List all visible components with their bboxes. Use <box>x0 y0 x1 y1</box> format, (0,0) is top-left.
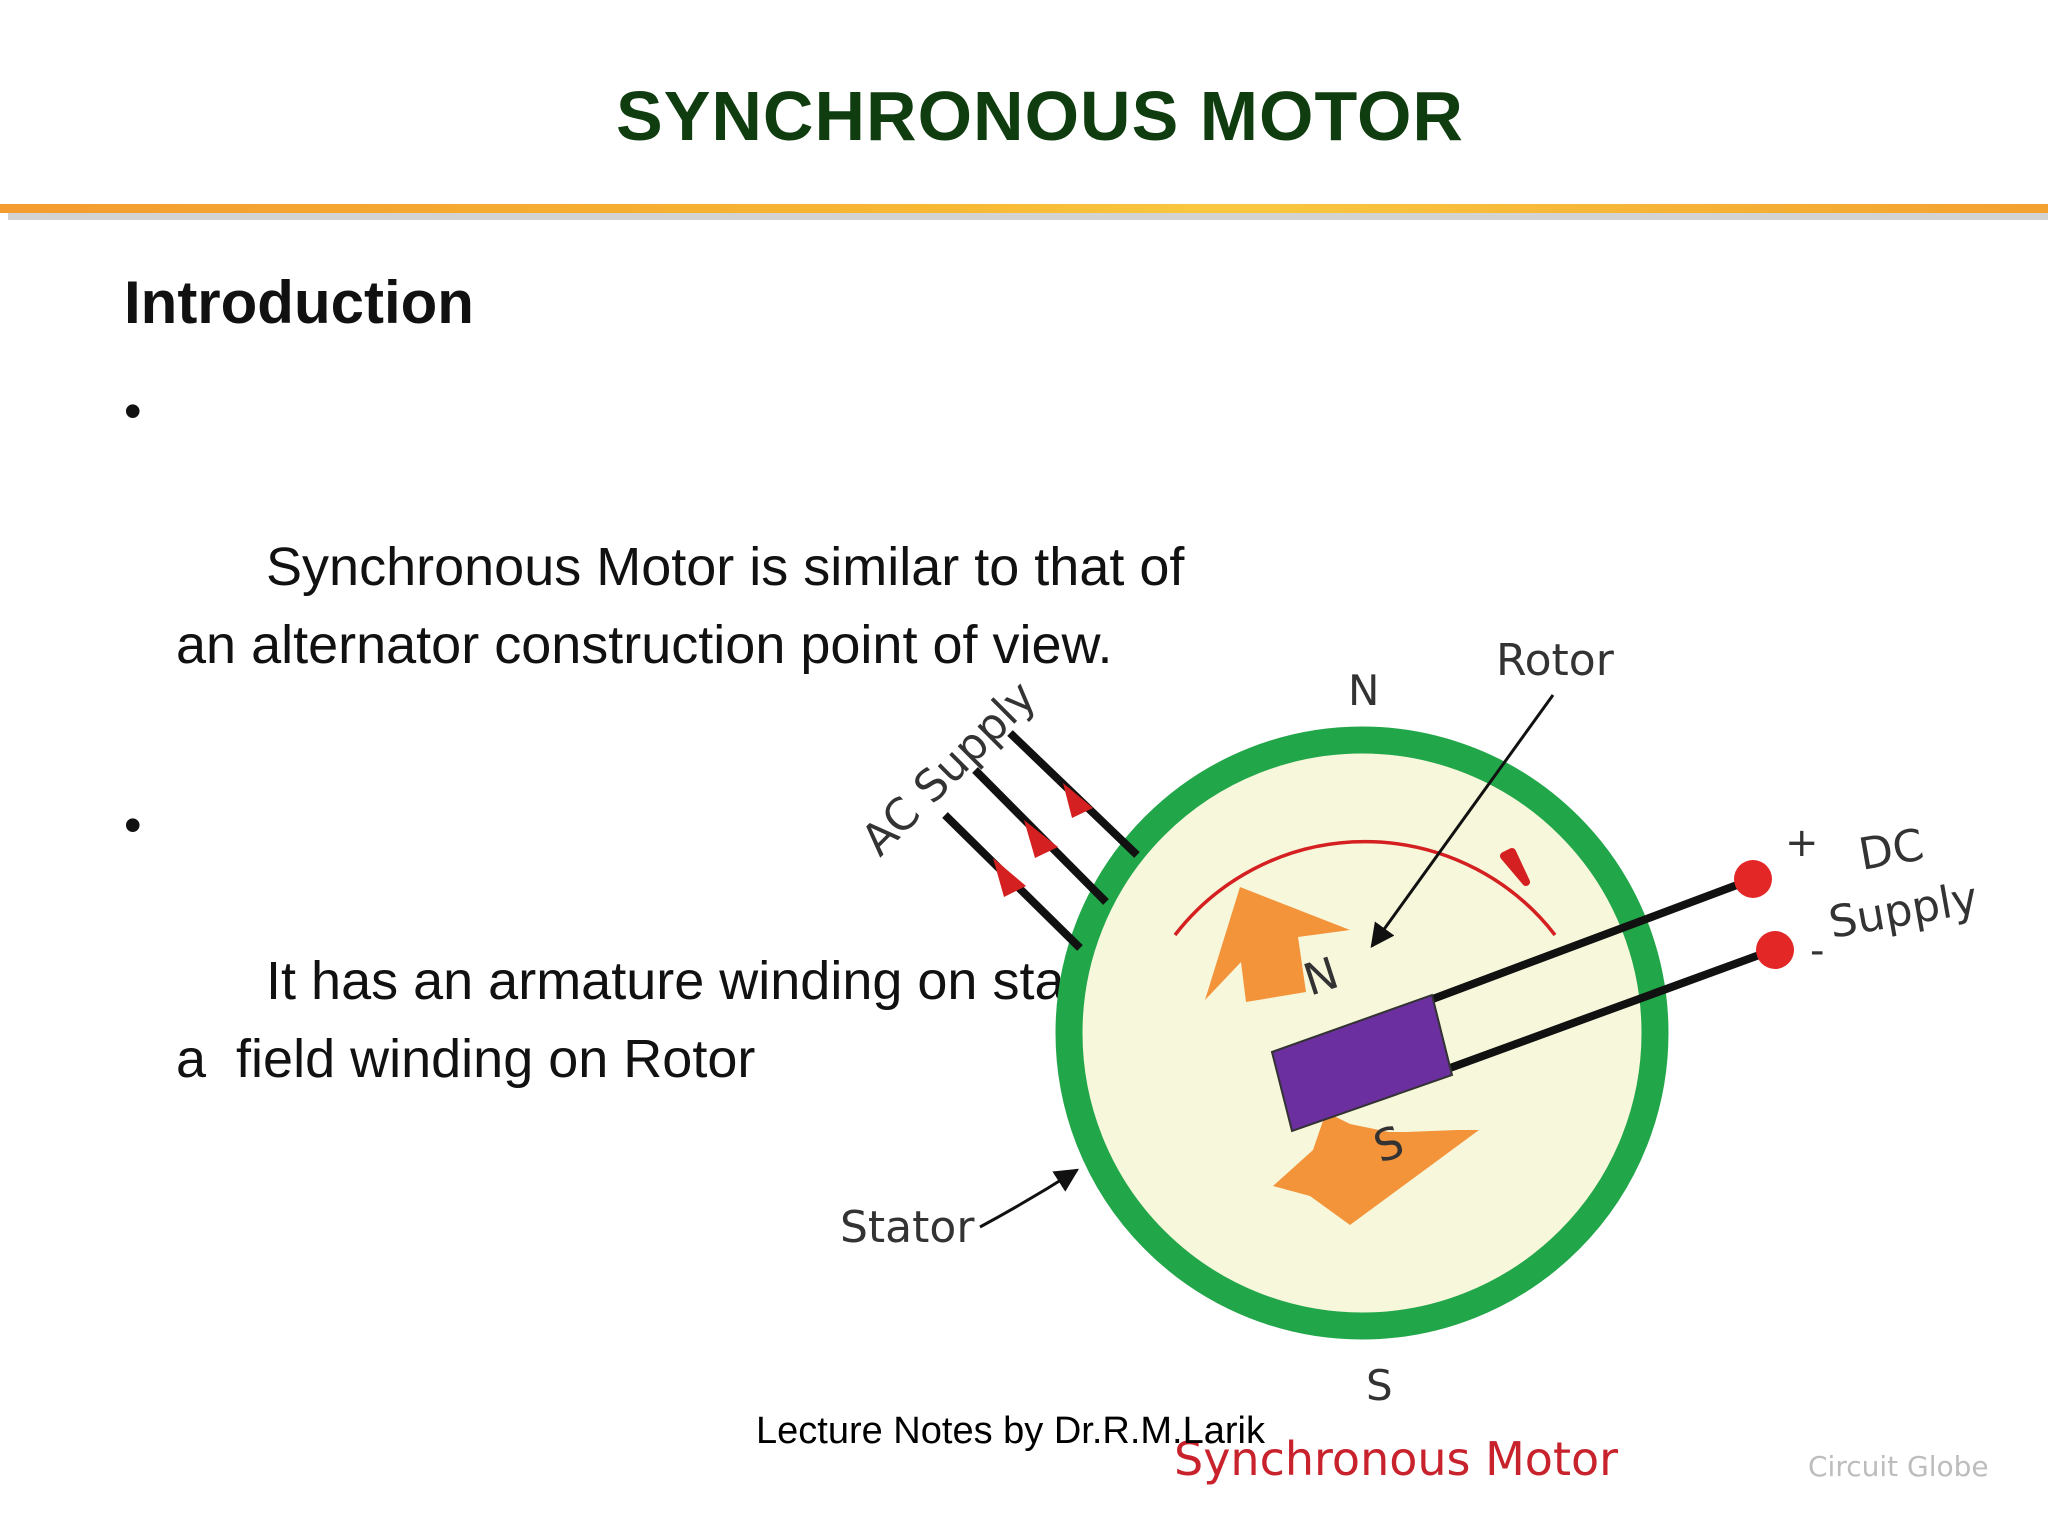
rotor-north-pole-arrow <box>1205 887 1350 1002</box>
dc-positive-terminal <box>1734 860 1772 898</box>
rotor-field-winding <box>1270 993 1454 1133</box>
ac-supply-lines <box>942 730 1140 951</box>
dc-positive-label: + <box>1785 820 1819 866</box>
rotor-pointer <box>1370 694 1555 948</box>
slide-title: SYNCHRONOUS MOTOR <box>616 77 1464 155</box>
bullet-dot-icon: • <box>124 797 142 853</box>
title-divider-shadow <box>8 213 2048 220</box>
ac-current-arrow-icon <box>1063 783 1093 818</box>
ac-supply-label: AC Supply <box>852 671 1046 865</box>
ac-current-arrow-icon <box>993 858 1026 897</box>
dc-supply-leads <box>1428 860 1794 1072</box>
dc-negative-terminal <box>1756 931 1794 969</box>
stator-label: Stator <box>840 1202 975 1253</box>
dc-supply-label: Supply <box>1825 873 1982 949</box>
figure-caption: Synchronous Motor <box>1174 1432 1618 1486</box>
dc-negative-label: - <box>1810 928 1824 974</box>
bullet-dot-icon: • <box>124 383 142 439</box>
title-divider <box>0 204 2048 213</box>
rotor-south-pole-arrow <box>1273 1112 1479 1225</box>
rotor-label: Rotor <box>1496 635 1615 686</box>
watermark: Circuit Globe <box>1808 1450 1989 1483</box>
synchronous-motor-diagram: AC Supply N S Rotor N S Stator + - DC Su… <box>840 635 1989 1486</box>
bullet-text: Synchronous Motor is similar to that of … <box>176 537 1185 675</box>
bullet-text: It has an armature winding on stator and… <box>176 951 1233 1089</box>
bullet-list: • Synchronous Motor is similar to that o… <box>124 372 1254 1176</box>
rotation-arrow <box>1173 839 1557 937</box>
stator-pointer <box>979 1168 1080 1229</box>
stator-north-label: N <box>1348 666 1379 715</box>
rotation-arrowhead-icon <box>1500 848 1530 886</box>
stator-south-label: S <box>1366 1361 1393 1410</box>
footer-credit: Lecture Notes by Dr.R.M.Larik <box>756 1410 1265 1452</box>
bullet-item: • It has an armature winding on stator a… <box>124 786 1254 1176</box>
ac-current-arrow-icon <box>1024 820 1058 858</box>
section-heading: Introduction <box>124 269 474 336</box>
bullet-item: • Synchronous Motor is similar to that o… <box>124 372 1254 762</box>
dc-label: DC <box>1855 819 1927 880</box>
